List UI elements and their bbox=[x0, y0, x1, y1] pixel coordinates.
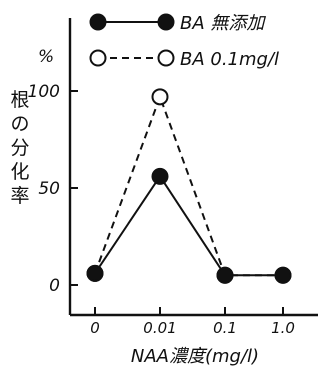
legend-marker-1-1 bbox=[157, 49, 175, 67]
y-tick-label-0: 0 bbox=[49, 276, 60, 296]
x-tick-label-0: 0 bbox=[90, 319, 100, 337]
y-ticks: 0 50 100 bbox=[28, 82, 78, 296]
y-tick-label-100: 100 bbox=[28, 82, 60, 102]
y-unit-label: % bbox=[38, 47, 54, 67]
y-tick-label-50: 50 bbox=[38, 179, 60, 199]
series-line-0 bbox=[94, 174, 283, 277]
legend: BA 無添加 BA 0.1mg/l bbox=[89, 13, 279, 70]
legend-marker-0-1 bbox=[157, 13, 175, 31]
point-series-0-2 bbox=[216, 266, 234, 284]
y-axis-label-char-1: の bbox=[10, 113, 29, 135]
y-axis-label-char-4: 率 bbox=[10, 185, 29, 207]
x-tick-label-2: 0.1 bbox=[213, 319, 237, 337]
x-axis-label: NAA濃度(mg/l) bbox=[131, 346, 259, 367]
axes bbox=[68, 18, 318, 317]
x-tick-label-1: 0.01 bbox=[143, 319, 176, 337]
point-series-0-1 bbox=[151, 167, 169, 185]
y-axis-label-char-3: 化 bbox=[10, 161, 29, 183]
x-tick-label-3: 1.0 bbox=[271, 319, 295, 337]
point-series-0-0 bbox=[86, 264, 104, 282]
y-axis-label-char-2: 分 bbox=[10, 137, 29, 159]
legend-label-0: BA 無添加 bbox=[180, 13, 266, 34]
point-series-1-1 bbox=[151, 88, 169, 106]
y-axis-label-char-0: 根 bbox=[10, 89, 29, 111]
legend-marker-0-0 bbox=[89, 13, 107, 31]
legend-marker-1-0 bbox=[89, 49, 107, 67]
series-layer bbox=[86, 88, 292, 284]
legend-label-1: BA 0.1mg/l bbox=[180, 49, 279, 70]
series-line-1 bbox=[94, 93, 283, 277]
point-series-0-3 bbox=[274, 266, 292, 284]
x-ticks: 0 0.01 0.1 1.0 bbox=[90, 307, 295, 337]
